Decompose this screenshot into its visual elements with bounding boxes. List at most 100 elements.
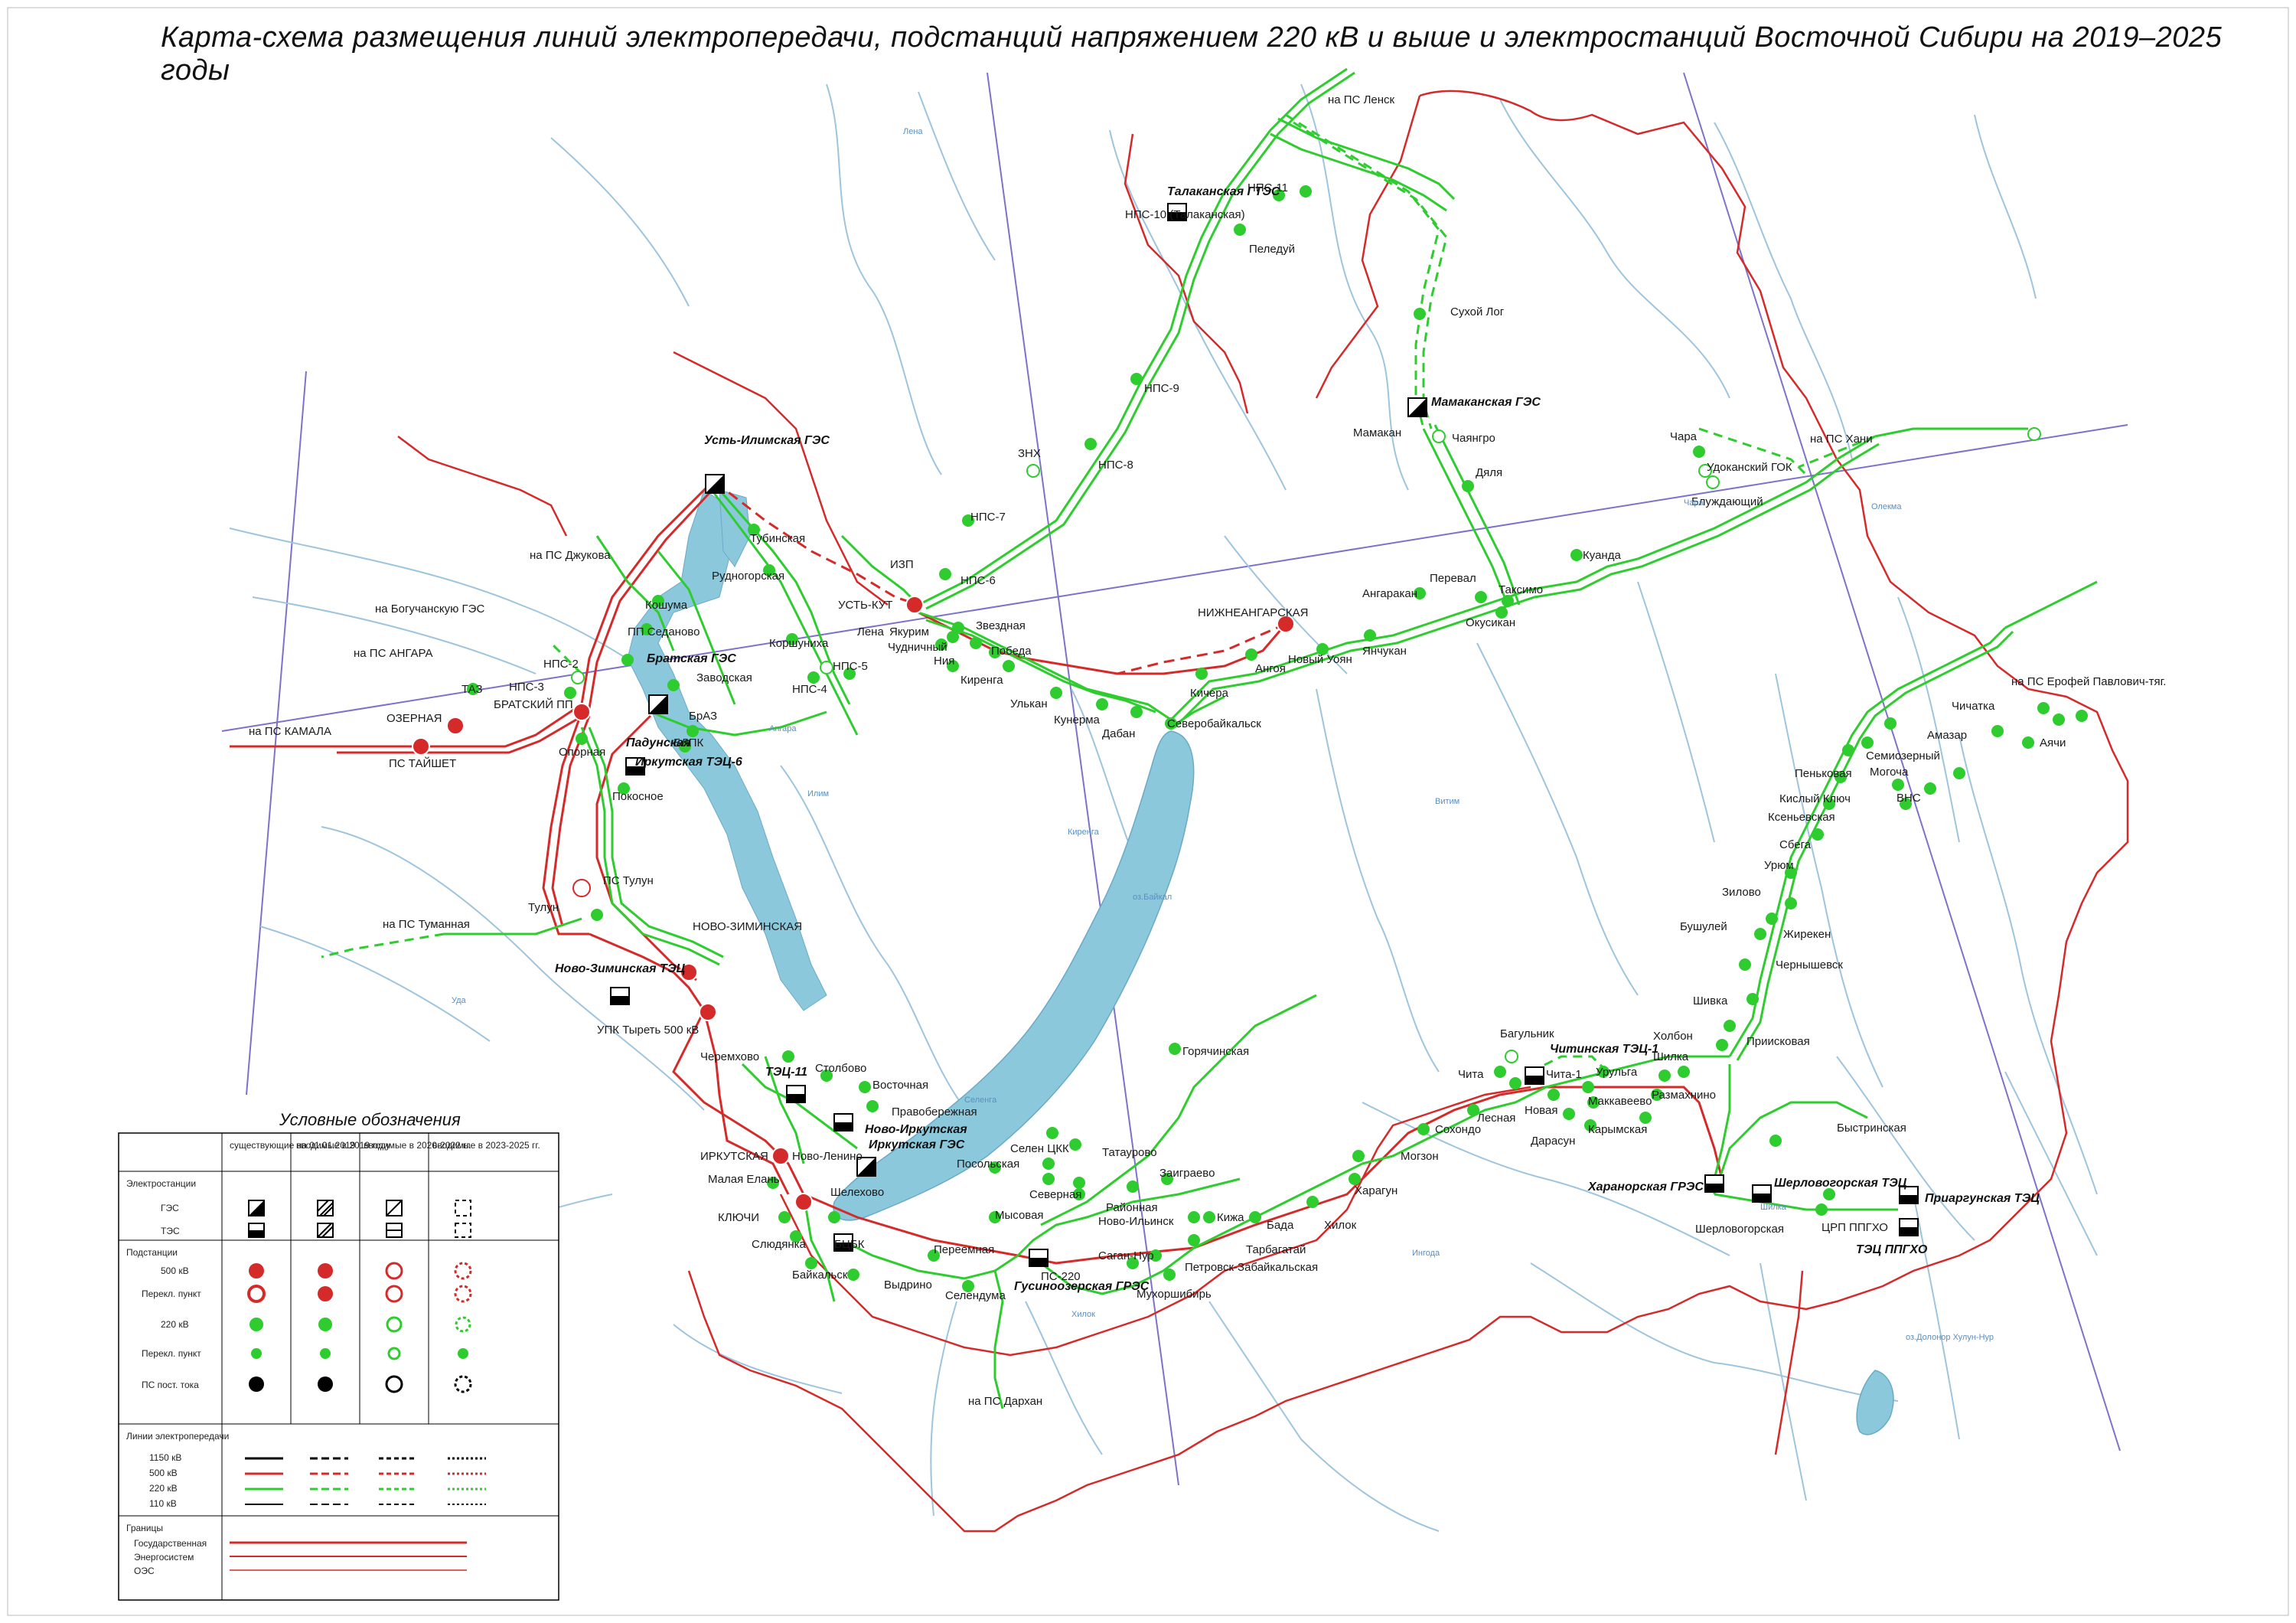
label-sohondo: Сохондо [1435,1123,1481,1136]
lines-500kv-planned [715,481,1287,675]
label-tarbagatai: Тарбагатай [1246,1243,1306,1256]
label-kuanda: Куанда [1583,549,1621,562]
label-tataurovo: Татаурово [1102,1146,1157,1159]
label-chita1ps: Чита-1 [1546,1068,1582,1081]
gusino-grэс-symbol [1029,1249,1049,1267]
label-novozima: НОВО-ЗИМИНСКАЯ [693,920,802,933]
irk-tec6-symbol [625,757,645,776]
label-chita1: Читинская ТЭЦ-1 [1550,1043,1658,1056]
label-gorjachinsk: Горячинская [1182,1045,1249,1058]
label-mamakan-ges: Мамаканская ГЭС [1431,396,1541,409]
label-vostochnaya: Восточная [872,1079,928,1092]
lines-220kv-planned [321,113,1876,1073]
label-okusikan: Окусикан [1466,616,1515,629]
label-chernyshevsk: Чернышевск [1776,958,1843,972]
label-hilok: Хилок [1324,1219,1357,1232]
legend-switch220: Перекл. пункт [142,1348,201,1359]
label-taksimo: Таксимо [1499,583,1543,596]
lake-dolon-label: оз.Долонор Хулун-Нур [1906,1333,1994,1342]
label-ust-ilim-ges: Усть-Илимская ГЭС [704,434,830,447]
label-korshuniha: Коршуниха [769,637,829,650]
label-aichi: Аячи [2040,736,2066,749]
taishet-500 [412,737,430,756]
tulun-500 [572,879,591,897]
label-vydrino: Выдрино [884,1278,932,1292]
power-plants [610,203,1919,1267]
label-muhorshibir: Мухоршибирь [1137,1288,1212,1301]
label-kichera: Кичера [1190,687,1229,700]
legend-col-1: существующие на 01.01.2019 [230,1140,356,1151]
label-irkutskaya: ИРКУТСКАЯ [700,1150,768,1163]
label-irk-tec6: Иркутская ТЭЦ-6 [635,756,742,769]
label-bogulnik: Багульник [1500,1027,1554,1040]
label-shelehovo: Шелехово [830,1186,884,1199]
label-sevbaik: Северобайкальск [1167,717,1261,730]
label-ozernaya: ОЗЕРНАЯ [386,712,442,725]
ust-ilim-ges-symbol [705,474,725,494]
label-cheremh: Черемхово [700,1050,759,1063]
label-upk: УПК Тыреть 500 кВ [597,1024,699,1037]
legend-col-4: вводимые в 2023-2025 гг. [432,1140,540,1151]
river-label-1: Лена [903,127,923,136]
label-taz: ТАЗ [461,683,483,696]
legend-col-2: вводимые в 2019 году [296,1140,390,1151]
lake-baikal-label: оз.Байкал [1133,893,1172,902]
river-label-8: Шилка [1760,1203,1787,1212]
label-gusino: Гусиноозерская ГРЭС [1014,1280,1150,1293]
label-darasun: Дарасун [1531,1135,1575,1148]
label-zavodskaya: Заводская [696,671,752,684]
label-tulun2: Тулун [528,901,559,914]
label-haragun: Харагун [1355,1184,1397,1197]
novozim-tec-symbol [610,987,630,1005]
label-erofei: на ПС Ерофей Павлович-тяг. [2011,675,2166,688]
label-angarakan: Ангаракан [1362,587,1417,600]
irkutskaya-500 [771,1147,790,1165]
tec-ppgho-symbol [1899,1218,1919,1236]
legend-col-3: вводимые в 2020-2022 гг. [364,1140,471,1151]
label-sherlov: Шерловогорская ТЭЦ [1774,1177,1907,1190]
label-zhireken: Жирекен [1783,928,1831,941]
label-angara: на ПС АНГАРА [354,647,433,660]
label-novoirk: Ново-Иркутская [865,1123,967,1136]
legend-state: Государственная [134,1538,207,1549]
label-lesnaya: Лесная [1477,1112,1515,1125]
label-kisly: Кислый Ключ [1779,792,1851,805]
legend-borders: Границы [126,1523,163,1533]
label-raionnaya: Районная [1106,1201,1158,1214]
label-yanchukan: Янчукан [1362,645,1407,658]
label-padun: Падунская [626,736,691,749]
tec11-symbol [786,1085,806,1103]
label-udokan: Удоканский ГОК [1707,461,1792,474]
label-posolskaya: Посольская [957,1158,1019,1171]
label-priiskovaya: Приисковая [1746,1035,1810,1048]
label-angoya: Ангоя [1255,662,1286,675]
legend-energy: Энергосистем [134,1552,194,1563]
label-yakurim: Якурим [889,625,929,638]
ozernaya-500 [446,717,465,735]
river-label-6: Чара [1684,498,1704,508]
map-frame [7,7,2289,1616]
label-novuoyan: Новый Уоян [1288,653,1352,666]
label-lensk: на ПС Ленск [1328,93,1395,106]
novoirk-tec-symbol [833,1113,853,1132]
label-pokosnoe: Покосное [612,790,664,803]
legend-l500: 500 кВ [149,1468,178,1478]
nizhneangarskaya-500 [1277,615,1295,633]
label-boguch: на Богучанскую ГЭС [375,603,484,616]
label-tubinskaya: Тубинская [750,532,805,545]
talakan-gtes-symbol [1167,203,1187,221]
map-title: Карта-схема размещения линий электропере… [161,21,2223,87]
label-zilovo: Зилово [1722,886,1761,899]
label-tumannaya: на ПС Туманная [383,918,470,931]
river-label-9: Ингода [1412,1249,1440,1258]
label-priargun: Приаргунская ТЭЦ [1925,1192,2040,1205]
label-ksenevskaya: Ксеньевская [1768,811,1835,824]
label-bluzhd: Блуждающий [1691,495,1763,508]
chita-tec1-symbol [1525,1066,1544,1085]
label-chichatka: Чичатка [1952,700,1995,713]
label-novolenino: Ново-Ленино [792,1150,863,1163]
legend-dc: ПС пост. тока [142,1380,199,1390]
label-stolbovo: Столбово [815,1062,866,1075]
label-talakan: Талаканская ГТЭС [1167,185,1280,198]
label-urulga: Урульга [1596,1066,1638,1079]
